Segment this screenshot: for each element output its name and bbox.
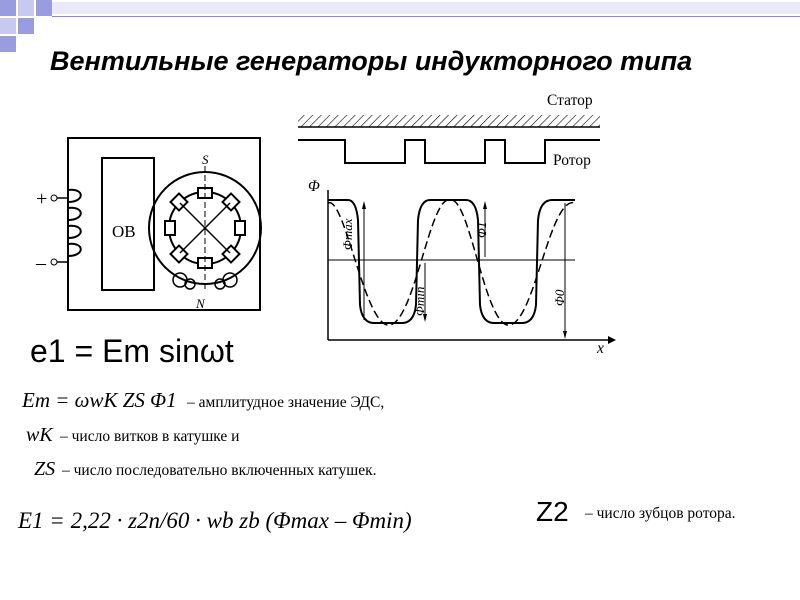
phi-0-label: Φ0 — [552, 289, 567, 306]
phi-min-label: Φmin — [412, 286, 427, 316]
phi-1-label: Φ1 — [474, 221, 489, 238]
amplitude-description: – амплитудное значение ЭДС, — [187, 394, 385, 411]
n-pole-label: N — [196, 296, 205, 311]
zs-symbol: ZS — [34, 458, 56, 480]
emf-formula-text: e1 = Em sinωt — [30, 333, 234, 369]
rotor-label: Ротор — [553, 152, 591, 169]
zs-description: – число последовательно включенных катуш… — [62, 462, 377, 479]
plus-terminal-label: + — [36, 188, 48, 210]
slide-title: Вентильные генераторы индукторного типа — [50, 46, 693, 76]
s-pole-label: S — [202, 152, 209, 167]
wk-symbol: wK — [26, 424, 53, 446]
flux-axis-label: Φ — [308, 178, 320, 195]
z2-symbol: Z2 — [536, 496, 569, 527]
e1-full-formula: E1 = 2,22 · z2n/60 · wb zb (Φmax – Φmin) — [18, 508, 412, 534]
minus-terminal-label: – — [36, 252, 46, 274]
e1-full-formula-text: E1 = 2,22 · z2n/60 · wb zb (Φmax – Φmin) — [18, 508, 412, 533]
wk-description: – число витков в катушке и — [60, 428, 240, 445]
phi-max-label: Φmax — [340, 218, 355, 250]
ov-label: ОВ — [112, 222, 136, 241]
generator-schematic — [50, 137, 262, 311]
x-axis-label: x — [597, 340, 604, 357]
amplitude-formula: Em = ωwK ZS Φ1 — [22, 388, 177, 413]
emf-formula: e1 = Em sinωt — [30, 333, 234, 370]
amplitude-formula-text: Em = ωwK ZS Φ1 — [22, 388, 177, 412]
stator-label: Статор — [547, 92, 593, 109]
corner-decoration — [0, 0, 800, 52]
flux-waveform-diagram — [298, 115, 616, 344]
z2-description: – число зубцов ротора. — [585, 505, 736, 522]
